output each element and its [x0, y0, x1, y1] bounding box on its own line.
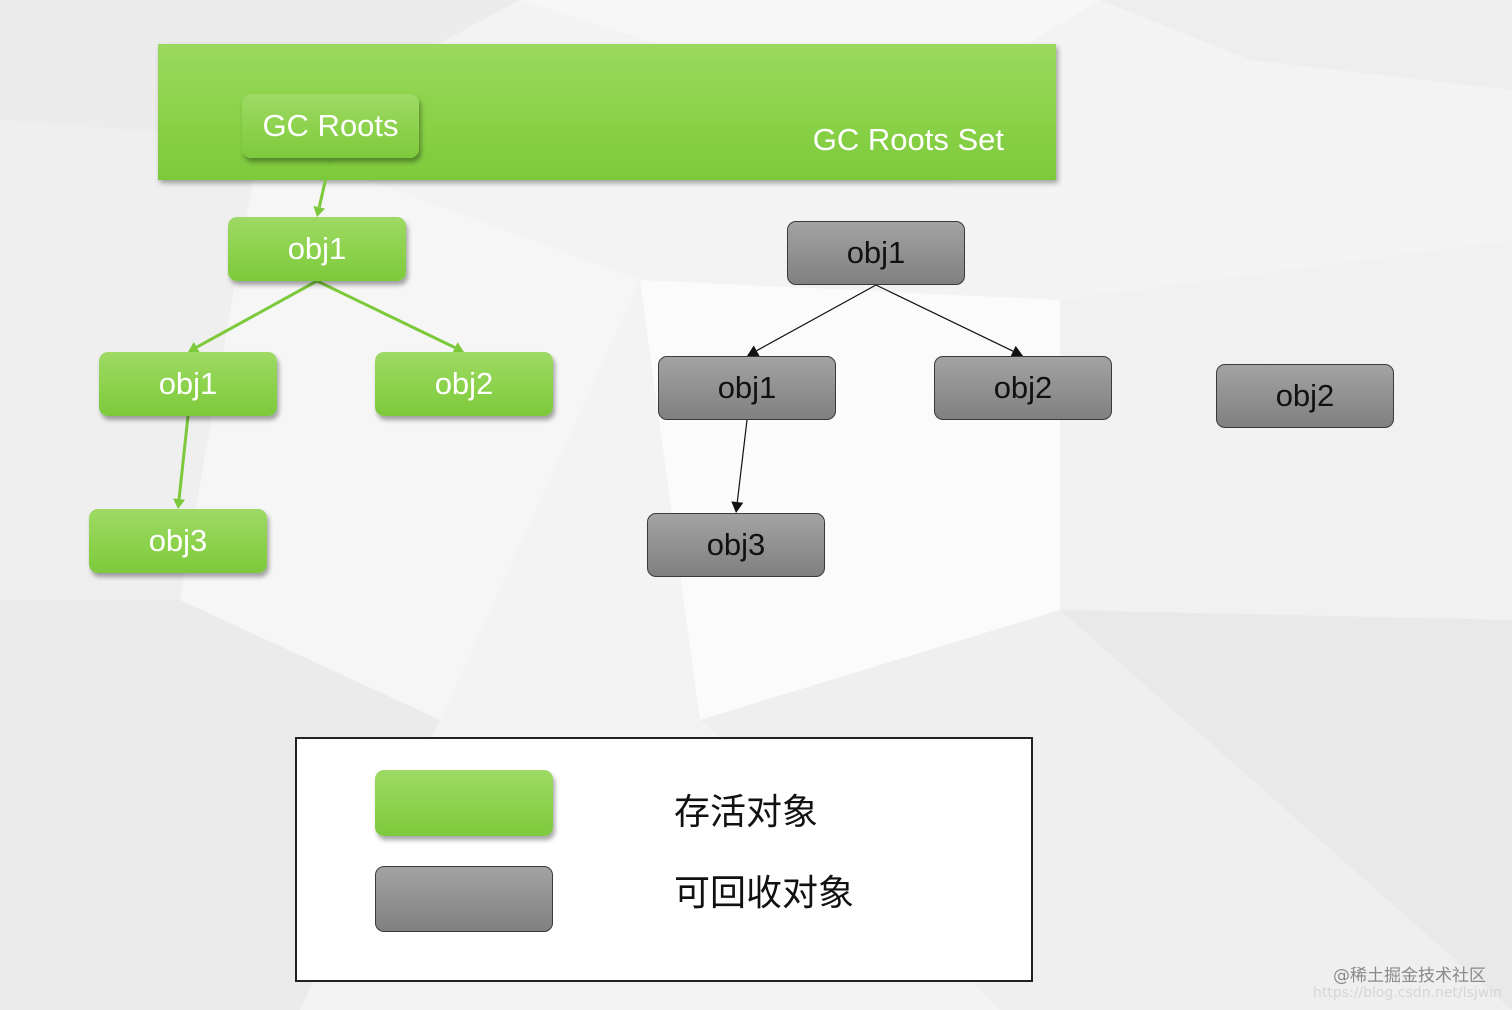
- node-label: GC Roots: [262, 108, 399, 143]
- node-dead-obj1: obj1: [787, 221, 965, 285]
- node-label: obj1: [846, 235, 906, 270]
- node-alive-obj2: obj2: [375, 352, 553, 416]
- node-dead-obj2-isolated: obj2: [1216, 364, 1394, 428]
- node-gc-roots: GC Roots: [242, 94, 419, 158]
- legend-swatch-dead: [375, 866, 553, 932]
- edge-line-d-obj1-to-d-obj1-child: [756, 284, 877, 352]
- legend-label-alive: 存活对象: [674, 792, 819, 833]
- node-alive-obj1-child: obj1: [99, 352, 277, 416]
- node-dead-obj3: obj3: [647, 513, 825, 577]
- edge-line-d-obj1-child-to-d-obj3: [736, 419, 748, 503]
- watermark-url: https://blog.csdn.net/lsjwin: [1312, 985, 1502, 1001]
- node-label: obj2: [993, 370, 1053, 405]
- node-label: obj3: [706, 527, 766, 562]
- node-label: obj2: [1275, 378, 1335, 413]
- node-alive-obj1: obj1: [228, 217, 406, 281]
- legend-label-dead: 可回收对象: [674, 873, 855, 914]
- gc-roots-set-label: GC Roots Set: [812, 122, 1004, 157]
- edge-line-d-obj1-to-d-obj2: [875, 284, 1014, 352]
- node-alive-obj3: obj3: [89, 509, 267, 573]
- node-dead-obj1-child: obj1: [658, 356, 836, 420]
- node-label: obj1: [158, 366, 218, 401]
- node-label: obj1: [287, 231, 347, 266]
- arrowhead-icon: [452, 342, 464, 354]
- node-dead-obj2: obj2: [934, 356, 1112, 420]
- arrowhead-icon: [313, 205, 326, 217]
- node-label: obj1: [717, 370, 777, 405]
- legend-swatch-alive: [375, 770, 553, 836]
- arrowhead-icon: [747, 345, 760, 356]
- arrowhead-icon: [173, 498, 186, 509]
- arrowhead-icon: [731, 501, 744, 513]
- node-label: obj2: [434, 366, 494, 401]
- edge-line-a-obj1-to-a-obj2: [316, 279, 456, 350]
- edge-line-a-obj1-to-a-obj1-child: [196, 279, 318, 349]
- arrowhead-icon: [1010, 345, 1023, 357]
- watermark: @稀土掘金技术社区: [1333, 966, 1486, 986]
- arrowhead-icon: [188, 341, 200, 353]
- edge-line-gc-roots-to-a-obj1: [317, 157, 332, 208]
- legend: 存活对象 可回收对象: [295, 737, 1033, 982]
- edge-line-a-obj1-child-to-a-obj3: [177, 415, 190, 500]
- node-label: obj3: [148, 523, 208, 558]
